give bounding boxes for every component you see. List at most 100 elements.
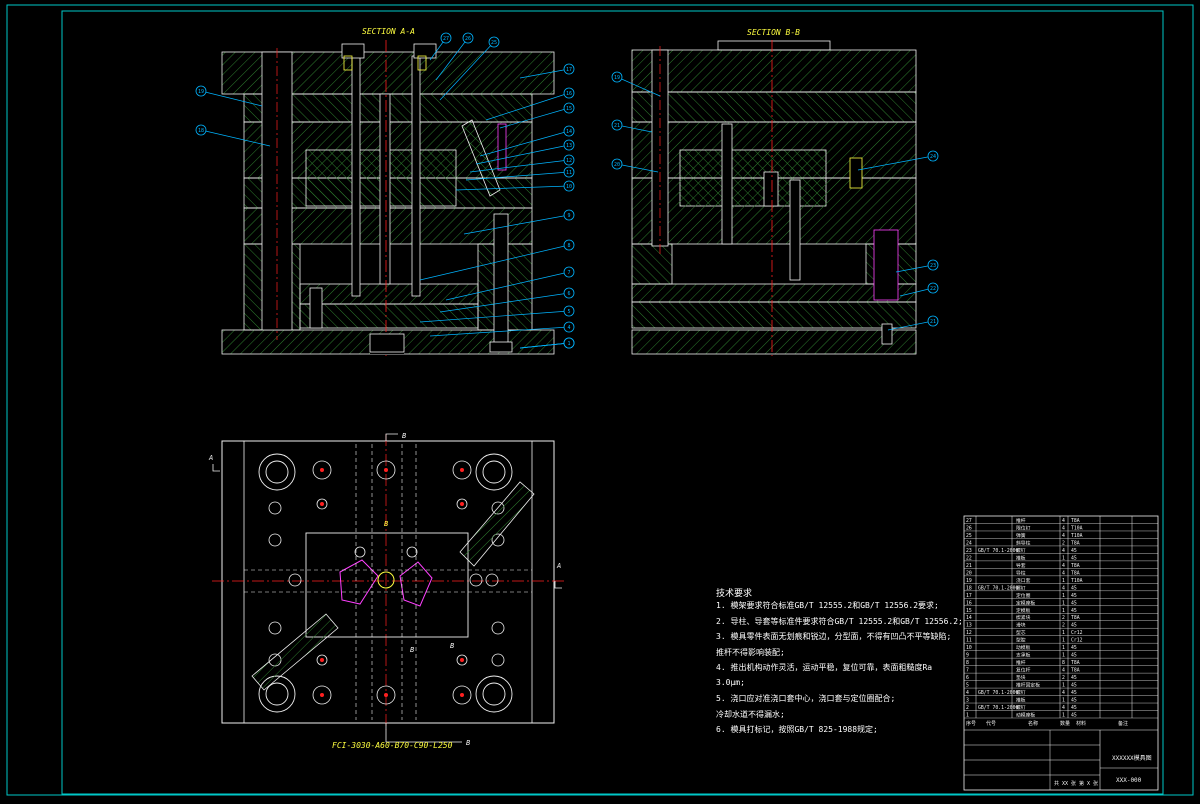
note-line: 6. 模具打标记，按照GB/T 825-1988规定; <box>716 725 878 734</box>
leader-line <box>895 264 934 273</box>
top-clamp-plate-b <box>631 49 917 93</box>
balloon-circle <box>563 180 575 192</box>
bom-cell-qty: 1 <box>1062 638 1065 644</box>
bom-cell-mat: 45 <box>1071 593 1077 599</box>
balloon-circle <box>611 158 623 170</box>
bom-cell-mat: 45 <box>1071 705 1077 711</box>
balloon-circle <box>563 63 575 75</box>
note-line: 1. 模架要求符合标准GB/T 12555.2和GB/T 12556.2要求; <box>716 601 939 610</box>
bom-cell-mat: T10A <box>1071 533 1083 539</box>
bom-cell-no: 27 <box>966 518 972 524</box>
bom-cell-qty: 4 <box>1062 525 1065 531</box>
bom-cell-name: 复位杆 <box>1016 667 1031 674</box>
leader-line <box>616 163 659 173</box>
balloon-label: 1 <box>567 341 570 347</box>
balloon-circle <box>563 209 575 221</box>
balloon-circle <box>563 87 575 99</box>
bom-cell-mat: Cr12 <box>1071 638 1083 644</box>
balloon-circle <box>563 139 575 151</box>
bom-cell-mat: 45 <box>1071 585 1077 591</box>
bom-cell-name: 导柱 <box>1016 569 1026 576</box>
svg-text:序号: 序号 <box>966 720 976 727</box>
bom-cell-no: 4 <box>966 690 969 696</box>
bom-cell-mat: T8A <box>1071 570 1080 576</box>
bom-cell-name: 导套 <box>1016 562 1026 569</box>
leader-line <box>429 326 570 337</box>
bom-cell-mat: 45 <box>1071 645 1077 651</box>
bom-cell-name: 定模座板 <box>1016 599 1035 606</box>
designation-b-marker: B <box>466 739 470 747</box>
balloon-label: 19 <box>614 75 620 81</box>
section-b-title: SECTION B-B <box>747 28 800 37</box>
balloon-circle <box>563 125 575 137</box>
svg-text:材料: 材料 <box>1076 720 1086 727</box>
bom-cell-qty: 4 <box>1062 570 1065 576</box>
bom-cell-name: 螺钉 <box>1016 704 1026 711</box>
balloon-label: 27 <box>443 36 449 42</box>
note-line: 推杆不得影响装配; <box>716 647 785 657</box>
leader-line <box>435 37 469 81</box>
bom-cell-qty: 4 <box>1062 585 1065 591</box>
bom-cell-qty: 2 <box>1062 675 1065 681</box>
outer-frame <box>6 4 1194 796</box>
bom-cell-mat: 45 <box>1071 548 1077 554</box>
leader-lines: 2726251918171615141312111098765432119212… <box>195 32 939 349</box>
balloon-circle <box>563 154 575 166</box>
bom-cell-name: 弹簧 <box>1016 532 1026 539</box>
bom-cell-qty: 1 <box>1062 713 1065 719</box>
title-block-title: XXXXXX模具图 <box>1112 754 1152 762</box>
balloon-circle <box>563 266 575 278</box>
bom-cell-name: 推杆固定板 <box>1016 682 1040 689</box>
bom-cell-qty: 1 <box>1062 653 1065 659</box>
bom-cell-qty: 2 <box>1062 615 1065 621</box>
bom-cell-no: 12 <box>966 630 972 636</box>
bom-cell-no: 10 <box>966 645 972 651</box>
note-line: 冷却水道不得漏水; <box>716 709 785 719</box>
bom-cell-name: 推板 <box>1016 697 1026 704</box>
bom-cell-name: 浇口套 <box>1016 577 1031 584</box>
leader-line <box>519 342 570 349</box>
balloon-label: 12 <box>566 158 572 164</box>
balloon-circle <box>611 119 623 131</box>
bom-cell-mat: Cr12 <box>1071 630 1083 636</box>
balloon-label: 21 <box>614 123 620 129</box>
leader-line <box>419 244 570 281</box>
bom-cell-no: 23 <box>966 548 972 554</box>
bom-cell-no: 14 <box>966 615 972 621</box>
leader-line <box>439 41 495 101</box>
bom-cell-mat: T8A <box>1071 668 1080 674</box>
balloon-circle <box>927 150 939 162</box>
balloon-label: 24 <box>930 154 936 160</box>
section-a-title: SECTION A-A <box>362 27 415 36</box>
bom-cell-qty: 2 <box>1062 623 1065 629</box>
balloon-label: 11 <box>566 170 572 176</box>
bom-cell-name: 动模板 <box>1016 644 1031 651</box>
balloon-circle <box>563 102 575 114</box>
bom-cell-mat: 45 <box>1071 653 1077 659</box>
balloon-label: 9 <box>567 213 570 219</box>
bom-cell-qty: 4 <box>1062 705 1065 711</box>
bom-cell-qty: 4 <box>1062 690 1065 696</box>
bom-cell-name: 限位钉 <box>1016 524 1031 531</box>
balloon-label: 7 <box>567 270 570 276</box>
bom-cell-mat: 45 <box>1071 600 1077 606</box>
bom-cell-name: 定模板 <box>1016 607 1031 614</box>
bom-cell-no: 3 <box>966 698 969 704</box>
svg-text:代号: 代号 <box>986 720 996 727</box>
bom-cell-no: 18 <box>966 585 972 591</box>
bom-cell-qty: 4 <box>1062 518 1065 524</box>
balloon-label: 20 <box>614 162 620 168</box>
balloon-label: 21 <box>930 319 936 325</box>
svg-text:备注: 备注 <box>1118 720 1128 727</box>
bom-cell-qty: 1 <box>1062 578 1065 584</box>
bom-cell-no: 6 <box>966 675 969 681</box>
note-line: 3. 模具零件表面无划痕和锐边，分型面，不得有凹凸不平等缺陷; <box>716 632 952 641</box>
balloon-circle <box>195 85 207 97</box>
balloon-circle <box>563 239 575 251</box>
note-line: 3.0μm; <box>716 677 745 687</box>
leader-line <box>519 68 570 79</box>
bom-cell-code: GB/T 70.1-2000 <box>978 548 1019 554</box>
locating-ring-a <box>341 43 365 59</box>
bom-cell-no: 8 <box>966 660 969 666</box>
bom-cell-no: 5 <box>966 683 969 689</box>
